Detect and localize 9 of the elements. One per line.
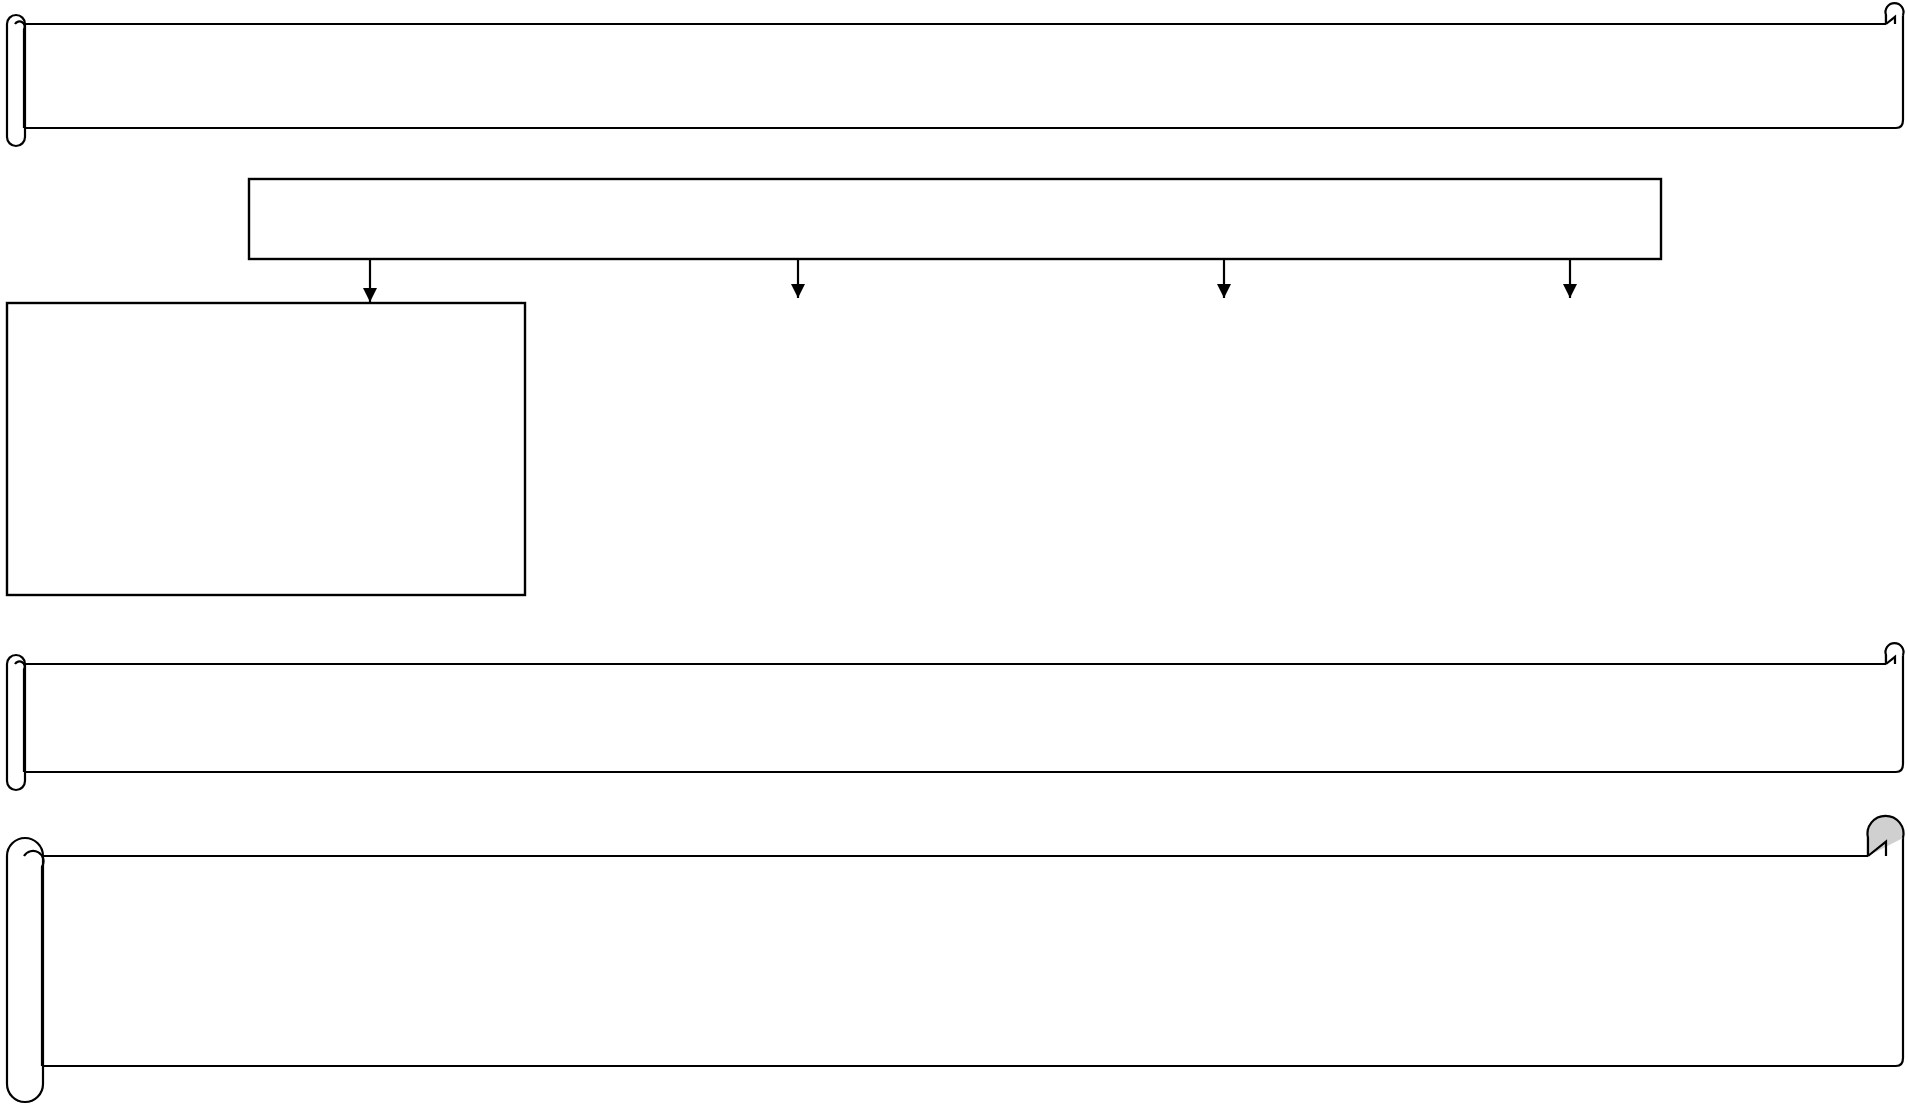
- scroll-banner: [5, 1, 1905, 148]
- arrow: [1217, 260, 1231, 298]
- arrow: [363, 260, 377, 302]
- arrow: [1563, 260, 1577, 298]
- arrow: [791, 260, 805, 298]
- scroll-banner: [5, 641, 1905, 792]
- scroll-banner: [5, 814, 1905, 1104]
- process-box: [247, 177, 1663, 261]
- process-box: [5, 301, 527, 597]
